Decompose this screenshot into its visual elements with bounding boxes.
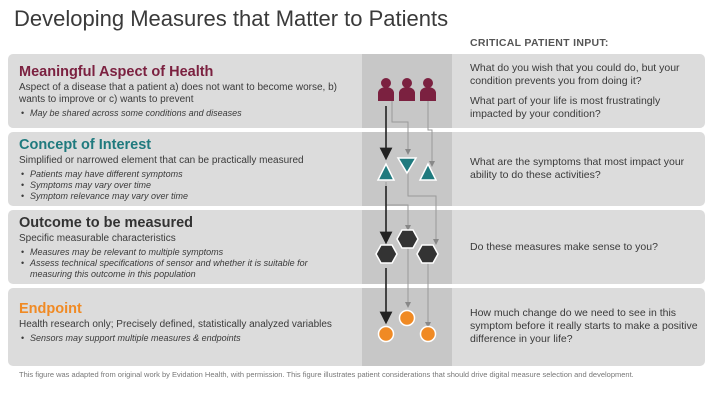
circle-icon bbox=[398, 309, 416, 327]
people-icon bbox=[399, 78, 415, 101]
triangle-down-icon bbox=[396, 157, 418, 175]
row-description: Specific measurable characteristics bbox=[19, 233, 176, 244]
row-concept-of-interest: Concept of Interest Simplified or narrow… bbox=[19, 136, 349, 202]
row-description: Aspect of a disease that a patient a) do… bbox=[19, 82, 337, 105]
row-bullets: Sensors may support multiple measures & … bbox=[19, 333, 349, 344]
row-heading: Outcome to be measured bbox=[19, 215, 194, 231]
hexagon-icon bbox=[416, 244, 439, 264]
patient-question: What part of your life is most frustrati… bbox=[470, 95, 661, 120]
row-meaningful-aspect: Meaningful Aspect of Health Aspect of a … bbox=[19, 63, 349, 119]
patient-question: Do these measures make sense to you? bbox=[470, 241, 658, 253]
footnote: This figure was adapted from original wo… bbox=[19, 370, 634, 379]
patient-question: How much change do we need to see in thi… bbox=[470, 307, 698, 345]
patient-questions-3: Do these measures make sense to you? bbox=[470, 241, 698, 261]
critical-input-header: CRITICAL PATIENT INPUT: bbox=[470, 37, 609, 49]
patient-question: What do you wish that you could do, but … bbox=[470, 62, 680, 87]
people-icon bbox=[378, 78, 394, 101]
patient-questions-4: How much change do we need to see in thi… bbox=[470, 307, 698, 353]
circle-icon bbox=[419, 325, 437, 343]
center-column-segment bbox=[362, 288, 452, 366]
bullet-item: Symptoms may vary over time bbox=[19, 180, 349, 191]
bullet-item: Symptom relevance may vary over time bbox=[19, 191, 349, 202]
hexagon-icon bbox=[375, 244, 398, 264]
row-description: Simplified or narrowed element that can … bbox=[19, 155, 304, 166]
hexagon-icon bbox=[396, 229, 419, 249]
row-heading: Concept of Interest bbox=[19, 137, 152, 153]
bullet-item: Measures may be relevant to multiple sym… bbox=[19, 247, 349, 258]
row-description: Health research only; Precisely defined,… bbox=[19, 319, 332, 330]
row-bullets: May be shared across some conditions and… bbox=[19, 108, 349, 119]
bullet-item: Sensors may support multiple measures & … bbox=[19, 333, 349, 344]
row-bullets: Patients may have different symptoms Sym… bbox=[19, 169, 349, 202]
triangle-up-icon bbox=[418, 162, 438, 181]
page-title: Developing Measures that Matter to Patie… bbox=[14, 6, 449, 31]
bullet-item: May be shared across some conditions and… bbox=[19, 108, 349, 119]
people-icon bbox=[420, 78, 436, 101]
gray-connector-lines bbox=[385, 100, 439, 328]
row-endpoint: Endpoint Health research only; Precisely… bbox=[19, 300, 349, 344]
row-band-endpoint bbox=[8, 288, 705, 366]
bullet-item: Patients may have different symptoms bbox=[19, 169, 349, 180]
patient-questions-1: What do you wish that you could do, but … bbox=[470, 62, 698, 128]
row-outcome: Outcome to be measured Specific measurab… bbox=[19, 214, 349, 280]
row-heading: Endpoint bbox=[19, 301, 82, 317]
patient-question: What are the symptoms that most impact y… bbox=[470, 156, 685, 181]
triangle-up-icon bbox=[376, 162, 396, 181]
circle-icon bbox=[377, 325, 395, 343]
row-heading: Meaningful Aspect of Health bbox=[19, 64, 214, 80]
bullet-item: Assess technical specifications of senso… bbox=[19, 258, 349, 280]
row-bullets: Measures may be relevant to multiple sym… bbox=[19, 247, 349, 280]
patient-questions-2: What are the symptoms that most impact y… bbox=[470, 156, 698, 189]
